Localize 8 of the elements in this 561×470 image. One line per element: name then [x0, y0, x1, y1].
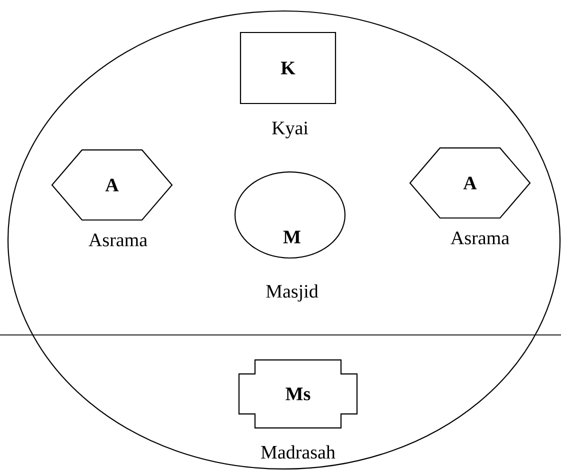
outer-ellipse — [7, 10, 561, 470]
node-label: Asrama — [450, 232, 510, 244]
stepped-box: Ms — [238, 359, 358, 429]
square-box: K — [240, 32, 336, 104]
node-label: Asrama — [88, 234, 148, 246]
node-label: Kyai — [272, 122, 308, 138]
node-label: Madrasah — [261, 445, 336, 459]
node-label: Masjid — [266, 284, 318, 302]
